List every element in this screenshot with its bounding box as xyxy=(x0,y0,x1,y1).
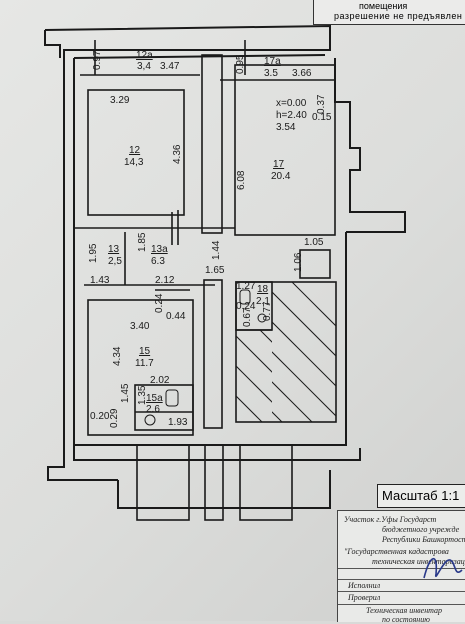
dim-077: 0.77 xyxy=(262,301,273,321)
dim-015: 0.15 xyxy=(312,112,332,123)
room-13-id: 13 xyxy=(108,244,120,255)
title-block-performer: Исполнил xyxy=(348,581,381,590)
dim-608: 6.08 xyxy=(236,170,247,190)
dim-436: 4.36 xyxy=(172,144,183,164)
room-17a-id: 17a xyxy=(264,56,281,67)
room-15-area: 11.7 xyxy=(135,358,154,369)
dim-105: 1.05 xyxy=(304,237,324,248)
dim-135: 1.35 xyxy=(137,385,148,405)
dim-195: 1.95 xyxy=(88,243,99,263)
room-12-id: 12 xyxy=(129,145,141,156)
room-15a-area: 2.6 xyxy=(146,404,160,415)
scale-label: Масштаб 1:1 xyxy=(382,488,460,503)
dim-165: 1.65 xyxy=(205,265,225,276)
dim-144: 1.44 xyxy=(211,240,222,260)
dim-020: 0.20 xyxy=(90,411,110,422)
room-17-id: 17 xyxy=(273,159,285,170)
dim-185: 1.85 xyxy=(137,232,148,252)
dim-329: 3.29 xyxy=(110,95,130,106)
dim-434: 4.34 xyxy=(112,346,123,366)
room-13-area: 2,5 xyxy=(108,256,122,267)
title-block-line-2: бюджетного учрежде xyxy=(382,525,460,534)
room-17a-area: 3.5 xyxy=(264,68,278,79)
dim-366: 3.66 xyxy=(292,68,312,79)
level-h: h=2.40 xyxy=(276,110,307,121)
dim-202: 2.02 xyxy=(150,375,170,386)
dim-029: 0.29 xyxy=(109,408,120,428)
handwritten-signature xyxy=(423,557,463,579)
dim-143: 1.43 xyxy=(90,275,110,286)
scale-box: Масштаб 1:1 xyxy=(377,484,465,508)
stamp-line-2: разрешение не предъявлен xyxy=(334,11,463,21)
title-block-line-3: Республики Башкортост xyxy=(382,535,465,544)
title-block-line-4: "Государственная кадастрова xyxy=(344,547,449,556)
title-block-line-5: техническая инвентаризац xyxy=(372,557,465,566)
room-18-area: 2.1 xyxy=(256,296,270,307)
title-block-checker: Проверил xyxy=(348,593,381,602)
header-stamp: помещения разрешение не предъявлен xyxy=(313,0,465,25)
room-12-area: 14,3 xyxy=(124,157,144,168)
dim-212: 2.12 xyxy=(155,275,175,286)
title-block: Участок г.Уфы Государст бюджетного учреж… xyxy=(337,510,465,624)
dim-095: 0.95 xyxy=(235,54,246,74)
title-block-line-1: Участок г.Уфы Государст xyxy=(344,515,437,524)
dim-340: 3.40 xyxy=(130,321,150,332)
room-13a-area: 6.3 xyxy=(151,256,165,267)
room-12a-area: 3,4 xyxy=(137,61,151,72)
room-15-id: 15 xyxy=(139,346,151,357)
dim-347: 3.47 xyxy=(160,61,180,72)
room-18-id: 18 xyxy=(257,284,269,295)
title-block-line-9: по состоянию xyxy=(382,615,430,624)
dim-024a: 0.24 xyxy=(154,293,165,313)
dim-024b: 0.24 xyxy=(236,301,256,312)
dim-193: 1.93 xyxy=(168,417,188,428)
level-x: x=0.00 xyxy=(276,98,307,109)
room-13a-id: 13a xyxy=(151,244,168,255)
dim-354: 3.54 xyxy=(276,122,296,133)
room-17-area: 20.4 xyxy=(271,171,291,182)
dim-145: 1.45 xyxy=(120,383,131,403)
stamp-line-1: помещения xyxy=(359,1,408,11)
room-12a-id: 12a xyxy=(136,50,153,61)
dim-097: 0.97 xyxy=(92,50,103,70)
room-15a-id: 15a xyxy=(146,393,163,404)
dim-106: 1.06 xyxy=(293,252,304,272)
title-block-line-8: Техническая инвентар xyxy=(366,606,443,615)
dim-127: 1.27 xyxy=(236,281,256,292)
dim-044: 0.44 xyxy=(166,311,186,322)
